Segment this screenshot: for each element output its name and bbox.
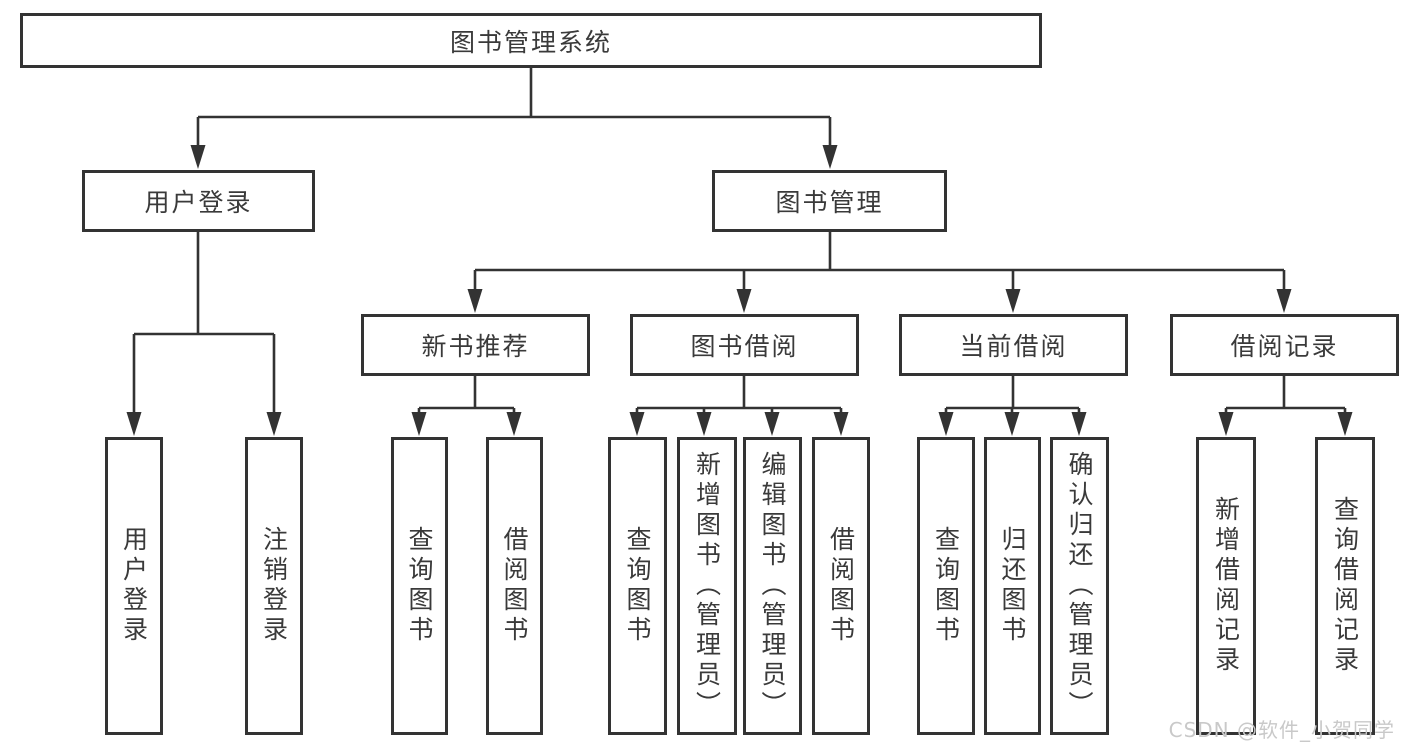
leaf-borrow-books: 借阅图书 — [812, 437, 870, 735]
leaf-label: 借阅图书 — [500, 526, 529, 646]
connector-rec-to-leaves — [417, 376, 516, 414]
arrowhead-icon — [938, 412, 954, 436]
node-user-login: 用户登录 — [82, 170, 315, 232]
leaf-label: 查询图书 — [931, 526, 961, 646]
node-current-borrow: 当前借阅 — [899, 314, 1128, 376]
arrowhead-icon — [1005, 289, 1021, 313]
connector-current-to-leaves — [944, 376, 1081, 414]
arrowhead-icon — [764, 412, 780, 436]
leaf-label: 查询图书 — [623, 526, 652, 646]
arrowhead-icon — [696, 412, 712, 436]
leaf-return-book: 归还图书 — [984, 437, 1041, 735]
leaf-borrow-query-books: 查询图书 — [608, 437, 667, 735]
leaf-user-login: 用户登录 — [105, 437, 163, 735]
leaf-add-book-admin: 新增图书（管理员） — [677, 437, 737, 735]
connector-login-to-leaves — [132, 232, 276, 414]
connector-history-to-leaves — [1224, 376, 1347, 414]
leaf-recommend-query-books: 查询图书 — [391, 437, 448, 735]
arrowhead-icon — [190, 145, 206, 169]
arrowhead-icon — [822, 145, 838, 169]
leaf-current-query-books: 查询图书 — [917, 437, 975, 735]
node-book-borrow: 图书借阅 — [630, 314, 859, 376]
node-label: 图书管理 — [775, 188, 884, 217]
node-label: 图书借阅 — [690, 332, 799, 361]
leaf-query-borrow-record: 查询借阅记录 — [1315, 437, 1375, 735]
leaf-label: 注销登录 — [259, 526, 289, 646]
arrowhead-icon — [126, 412, 142, 436]
node-label: 图书管理系统 — [449, 27, 612, 57]
connector-root-to-level2 — [196, 68, 832, 148]
leaf-label: 编辑图书（管理员） — [758, 451, 787, 721]
leaf-label: 归还图书 — [998, 526, 1027, 646]
leaf-logout: 注销登录 — [245, 437, 303, 735]
node-book-management: 图书管理 — [712, 170, 947, 232]
leaf-label: 借阅图书 — [826, 526, 856, 646]
node-label: 借阅记录 — [1230, 332, 1339, 361]
arrowhead-icon — [1218, 412, 1234, 436]
node-label: 当前借阅 — [959, 332, 1068, 361]
leaf-add-borrow-record: 新增借阅记录 — [1196, 437, 1256, 735]
node-label: 用户登录 — [144, 188, 253, 217]
leaf-label: 确认归还（管理员） — [1065, 451, 1094, 721]
arrowhead-icon — [1337, 412, 1353, 436]
leaf-edit-book-admin: 编辑图书（管理员） — [743, 437, 802, 735]
arrowhead-icon — [506, 412, 522, 436]
leaf-confirm-return-admin: 确认归还（管理员） — [1050, 437, 1109, 735]
leaf-label: 查询图书 — [405, 526, 434, 646]
leaf-label: 新增图书（管理员） — [692, 451, 722, 721]
leaf-label: 查询借阅记录 — [1330, 496, 1360, 676]
arrowhead-icon — [1071, 412, 1087, 436]
arrowhead-icon — [833, 412, 849, 436]
arrowhead-icon — [1276, 289, 1292, 313]
node-borrow-records: 借阅记录 — [1170, 314, 1399, 376]
connector-mgmt-to-level3 — [473, 232, 1286, 291]
arrowhead-icon — [266, 412, 282, 436]
connector-borrow-to-leaves — [635, 376, 843, 414]
watermark: CSDN @软件_小贺同学 — [1168, 718, 1395, 742]
arrowhead-icon — [1004, 412, 1020, 436]
node-root-system: 图书管理系统 — [20, 13, 1042, 68]
leaf-label: 新增借阅记录 — [1211, 496, 1241, 676]
arrowhead-icon — [467, 289, 483, 313]
arrowheads — [126, 145, 1353, 436]
leaf-recommend-borrow-books: 借阅图书 — [486, 437, 543, 735]
leaf-label: 用户登录 — [119, 526, 149, 646]
arrowhead-icon — [629, 412, 645, 436]
node-label: 新书推荐 — [421, 332, 530, 361]
arrowhead-icon — [736, 289, 752, 313]
node-new-book-recommend: 新书推荐 — [361, 314, 590, 376]
arrowhead-icon — [411, 412, 427, 436]
